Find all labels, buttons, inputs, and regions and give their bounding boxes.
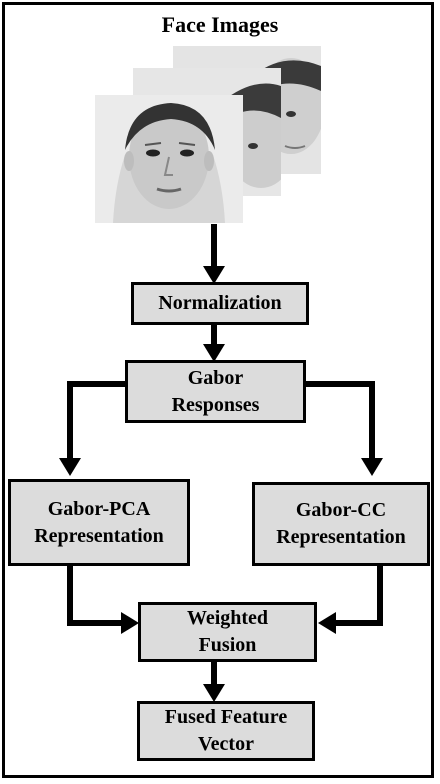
normalization-label: Normalization bbox=[158, 292, 282, 314]
weighted-fusion-label-line2: Fusion bbox=[198, 634, 257, 656]
arrow-gabor-to-gabor-pca bbox=[67, 381, 128, 462]
gabor-responses-box: Gabor Responses bbox=[125, 360, 306, 423]
normalization-box: Normalization bbox=[131, 282, 309, 325]
arrow-gabor-to-gabor-cc bbox=[305, 381, 375, 462]
diagram-title: Face Images bbox=[161, 12, 279, 37]
gabor-pca-label-line1: Gabor-PCA bbox=[47, 497, 151, 520]
arrow-gabor-cc-to-fusion bbox=[330, 566, 383, 626]
gabor-responses-label-line1: Gabor bbox=[187, 366, 244, 389]
weighted-fusion-box: Weighted Fusion bbox=[138, 602, 317, 662]
fused-feature-label-line1: Fused Feature bbox=[164, 706, 288, 728]
fused-feature-label-line2: Vector bbox=[198, 733, 254, 755]
weighted-fusion-label-line1: Weighted bbox=[186, 607, 269, 629]
diagram-frame bbox=[2, 2, 434, 778]
gabor-cc-box: Gabor-CC Representation bbox=[252, 482, 430, 566]
face-image-front bbox=[95, 95, 243, 223]
gabor-pca-label-line2: Representation bbox=[34, 524, 164, 547]
gabor-cc-label-line2: Representation bbox=[276, 526, 406, 548]
gabor-cc-label-line1: Gabor-CC bbox=[295, 499, 387, 521]
gabor-pca-box: Gabor-PCA Representation bbox=[8, 479, 190, 566]
fused-feature-box: Fused Feature Vector bbox=[137, 701, 315, 761]
gabor-responses-label-line2: Responses bbox=[171, 393, 260, 416]
arrow-gabor-pca-to-fusion bbox=[67, 566, 125, 626]
